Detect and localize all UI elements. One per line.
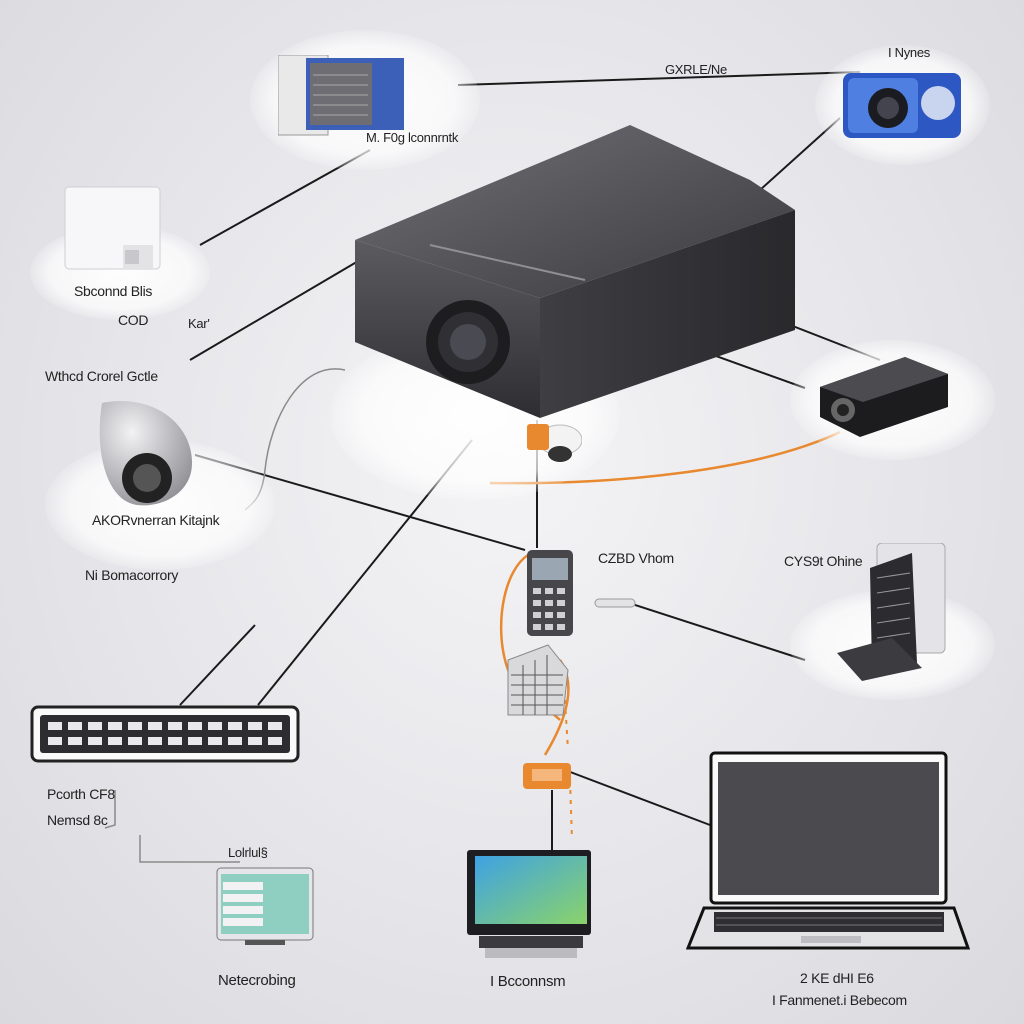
plug-icon — [594, 598, 636, 608]
label-laptop-1: 2 KE dHI E6 — [800, 970, 874, 986]
network-switch[interactable] — [30, 705, 300, 763]
remote-control[interactable] — [525, 548, 575, 638]
label-small-monitor-top: Lolrlul§ — [228, 845, 268, 860]
server-icon — [277, 54, 404, 136]
camera-icon — [843, 73, 961, 138]
webcam-device[interactable] — [92, 393, 197, 513]
laptop-device[interactable] — [685, 750, 971, 960]
mini-projector[interactable] — [815, 352, 950, 440]
storage-device[interactable] — [63, 185, 163, 275]
keypad-icon — [507, 644, 569, 716]
tablet-icon — [467, 850, 591, 958]
label-webcam-title: Wthcd Crorel Gctle — [45, 368, 158, 384]
remote-icon — [527, 550, 573, 636]
docking-station[interactable] — [832, 542, 947, 683]
tablet-device[interactable] — [465, 848, 593, 963]
storage-icon — [64, 186, 161, 270]
label-small-monitor: Netecrobing — [218, 972, 296, 989]
label-tablet: I Bcconnsm — [490, 973, 566, 990]
dock-icon — [837, 542, 946, 681]
monitor-icon — [216, 867, 314, 945]
projector[interactable] — [350, 120, 800, 420]
laptop-icon — [685, 751, 971, 950]
label-laptop-2: I Fanmenet.i Bebecom — [772, 992, 907, 1008]
label-hub-2: Nemsd 8c — [47, 812, 108, 828]
label-server: M. F0g lconnrntk — [366, 130, 459, 145]
label-camera: I Nynes — [888, 45, 930, 60]
switch-icon — [30, 705, 300, 763]
webcam-icon — [99, 401, 192, 506]
server-device[interactable] — [277, 54, 408, 140]
label-remote: CZBD Vhom — [598, 550, 674, 566]
mini-projector-icon — [820, 357, 948, 437]
projector-port[interactable] — [522, 418, 583, 466]
port-icon — [527, 424, 583, 462]
label-cod: COD — [118, 312, 149, 328]
label-top-center: GXRLE/Ne — [665, 62, 727, 77]
label-webcam-sub: Ni Bomacorrory — [85, 567, 179, 583]
small-monitor[interactable] — [215, 866, 315, 946]
connector-icon — [523, 763, 571, 789]
label-storage: Sbconnd Blis — [74, 283, 153, 299]
projector-icon — [355, 125, 795, 418]
label-adapter: CYS9t Ohine — [784, 553, 863, 569]
keypad-fragment — [503, 640, 573, 718]
label-webcam-desc: AKORvnerran Kitajnk — [92, 512, 220, 528]
camera-device[interactable] — [838, 68, 963, 143]
cable-plug — [593, 596, 638, 610]
label-hub-1: Pcorth CF8 — [47, 786, 115, 802]
orange-connector[interactable] — [518, 755, 576, 795]
label-kar: Kar' — [188, 316, 210, 331]
